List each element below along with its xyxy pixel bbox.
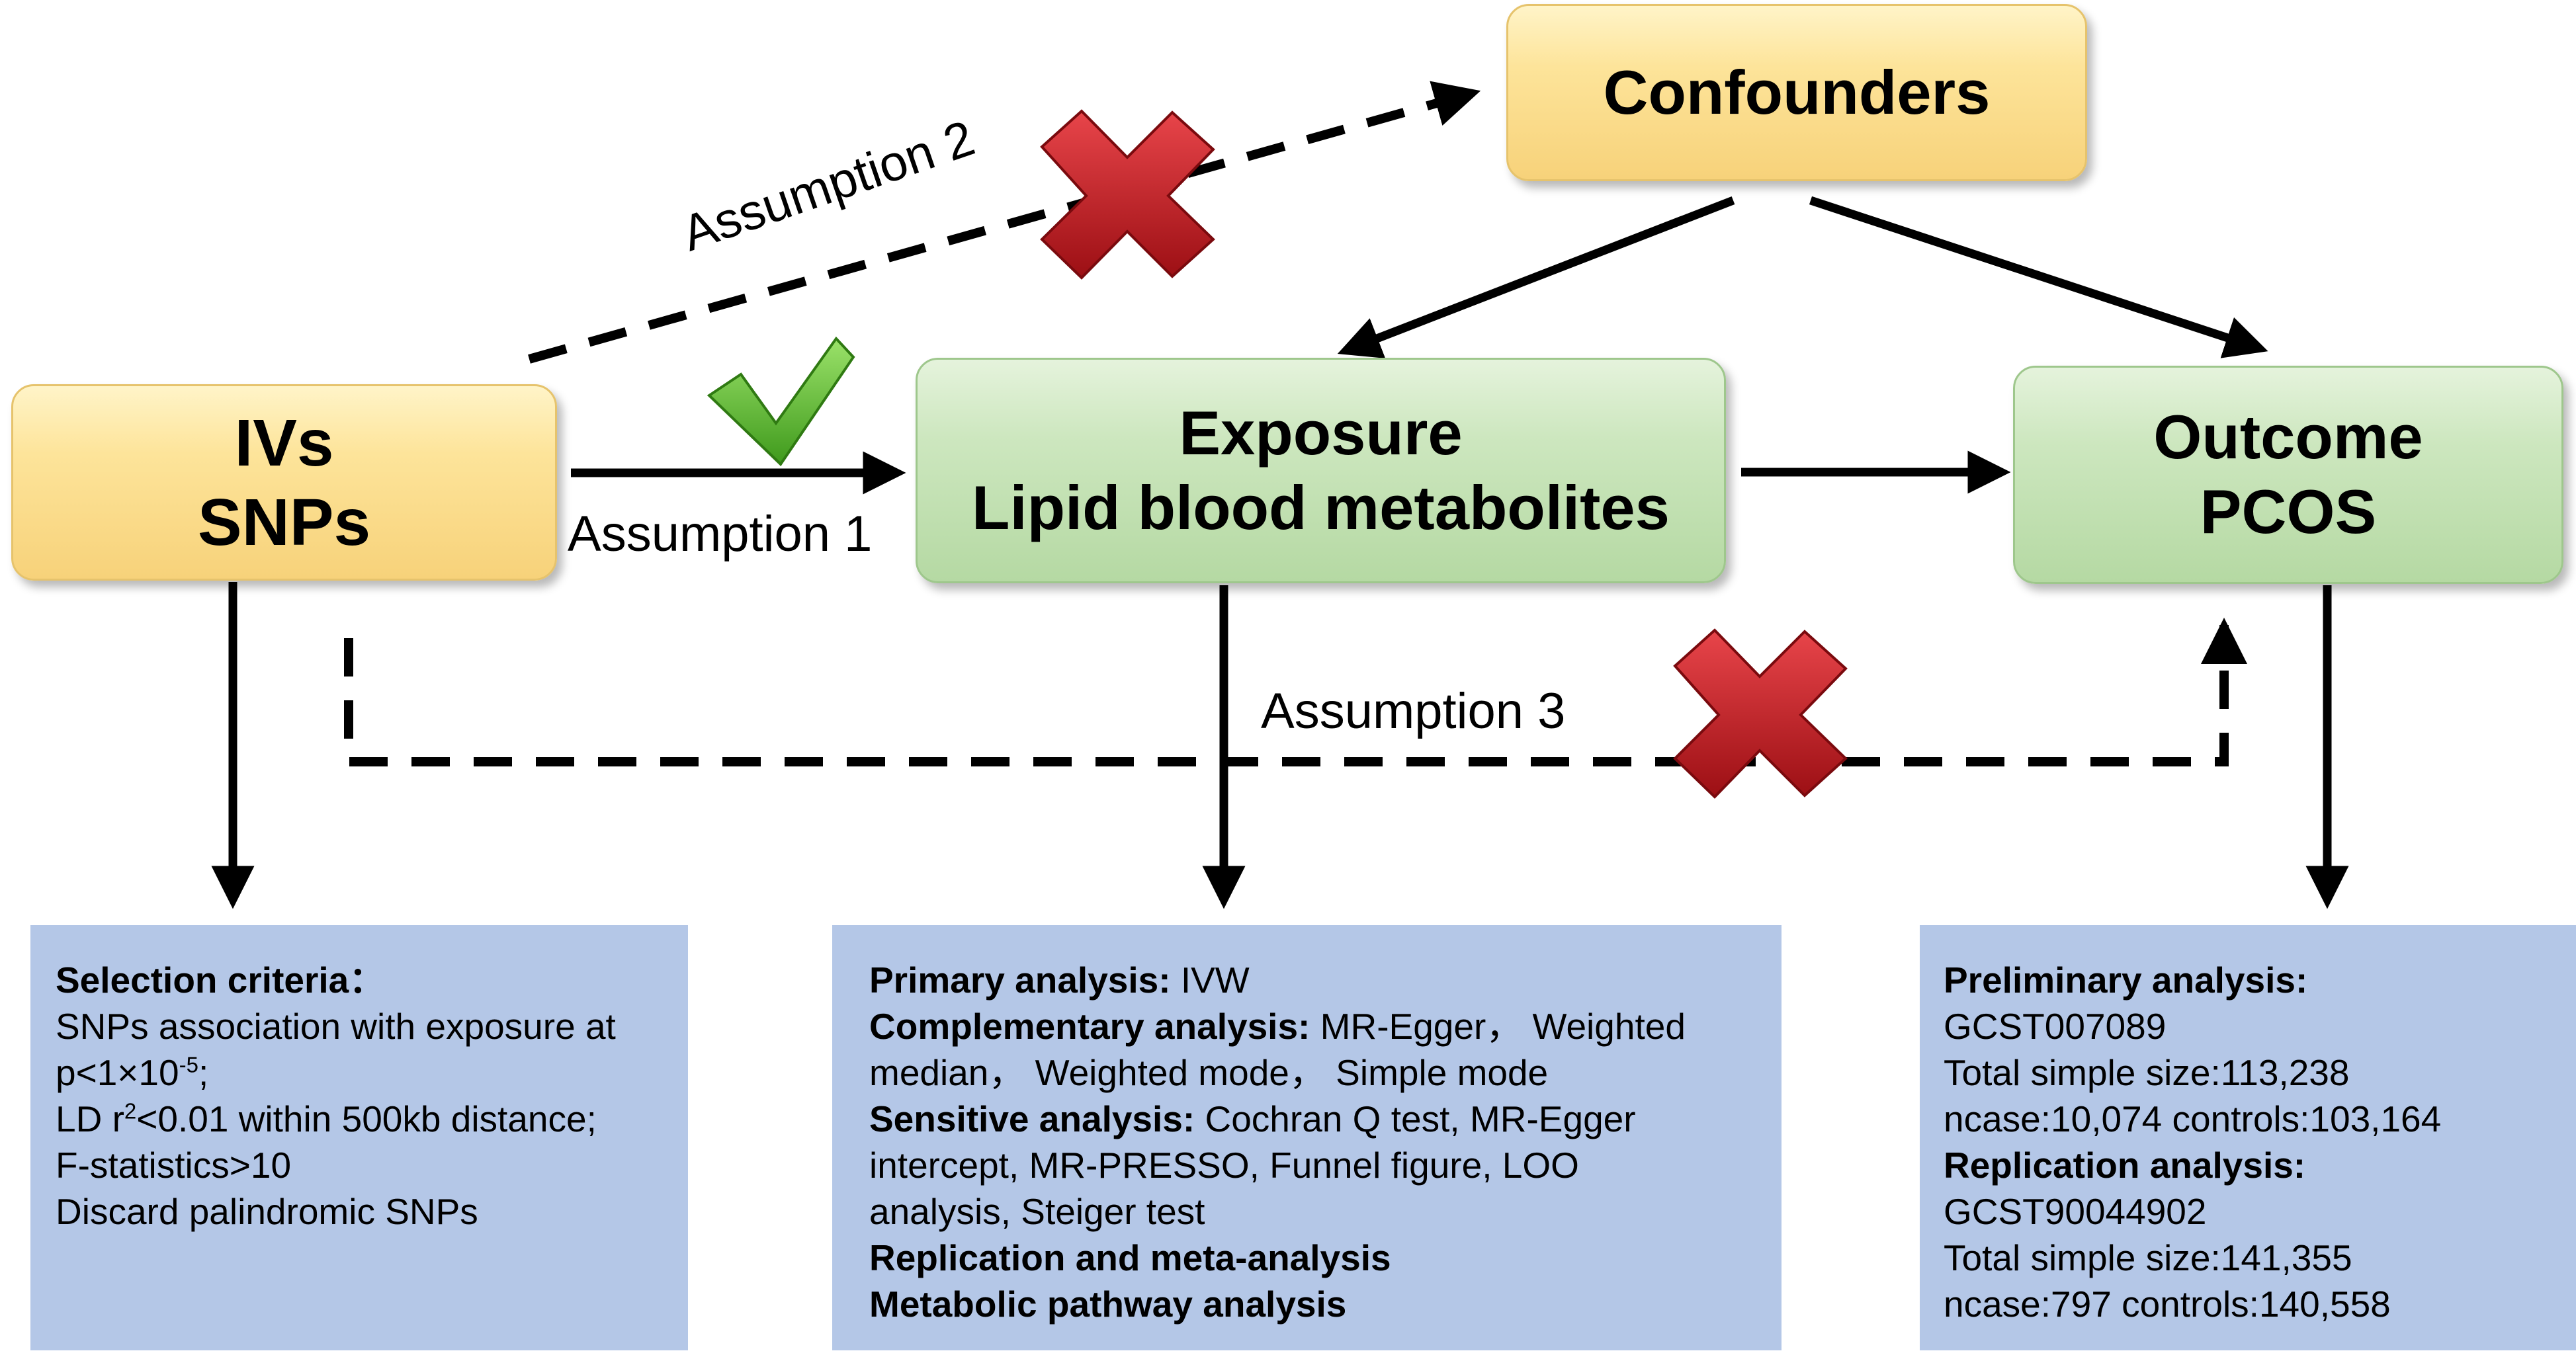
selection-criteria-box: Selection criteria： SNPs association wit… xyxy=(30,925,688,1350)
snps-label: SNPs xyxy=(197,485,371,559)
selection-line: p<1×10-5; xyxy=(56,1052,209,1093)
outcome-data-line: ncase:797 controls:140,558 xyxy=(1944,1284,2391,1325)
cross-mark-icon xyxy=(1673,628,1848,799)
outcome-node: Outcome PCOS xyxy=(2013,366,2563,584)
ivs-node: IVs SNPs xyxy=(11,384,557,581)
analysis-line: analysis, Steiger test xyxy=(869,1191,1205,1232)
confounders-to-outcome-arrow xyxy=(1809,196,2268,358)
exposure-label: Exposure xyxy=(1179,397,1463,468)
outcome-data-line: Total simple size:113,238 xyxy=(1944,1052,2350,1093)
outcome-data-line: GCST007089 xyxy=(1944,1006,2167,1047)
selection-line: LD r2<0.01 within 500kb distance; xyxy=(56,1098,597,1139)
analysis-line: Replication and meta-analysis xyxy=(869,1237,1391,1278)
exposure-node: Exposure Lipid blood metabolites xyxy=(916,358,1726,583)
outcome-data-line: GCST90044902 xyxy=(1944,1191,2207,1232)
analysis-line: Metabolic pathway analysis xyxy=(869,1284,1347,1325)
analysis-methods-box: Primary analysis: IVW Complementary anal… xyxy=(832,925,1782,1350)
confounders-to-exposure-arrow xyxy=(1337,196,1735,358)
analysis-line: intercept, MR-PRESSO, Funnel figure, LOO xyxy=(869,1145,1579,1186)
exposure-sublabel: Lipid blood metabolites xyxy=(972,472,1670,542)
assumption-3-label: Assumption 3 xyxy=(1261,683,1566,739)
assumption-2-dashed-arrow xyxy=(528,81,1481,364)
outcome-label: Outcome xyxy=(2153,402,2423,472)
outcome-data-line: Total simple size:141,355 xyxy=(1944,1237,2352,1278)
analysis-line: Sensitive analysis: Cochran Q test, MR-E… xyxy=(869,1098,1636,1139)
ivs-label: IVs xyxy=(234,405,334,480)
confounders-label: Confounders xyxy=(1603,57,1991,127)
analysis-line: median， Weighted mode， Simple mode xyxy=(869,1052,1549,1093)
outcome-sublabel: PCOS xyxy=(2200,477,2377,546)
assumption-1-label: Assumption 1 xyxy=(568,506,873,562)
selection-line: Discard palindromic SNPs xyxy=(56,1191,478,1232)
outcome-data-line: Replication analysis: xyxy=(1944,1145,2306,1186)
check-mark-icon xyxy=(707,336,855,467)
confounders-node: Confounders xyxy=(1506,4,2087,181)
selection-heading: Selection criteria： xyxy=(56,960,386,1001)
selection-line: SNPs association with exposure at xyxy=(56,1006,616,1047)
analysis-line: Complementary analysis: MR-Egger， Weight… xyxy=(869,1006,1686,1047)
selection-line: F-statistics>10 xyxy=(56,1145,292,1186)
cross-mark-icon xyxy=(1040,109,1215,280)
assumption-3-dashed-arrow xyxy=(344,625,2229,766)
outcome-data-line: ncase:10,074 controls:103,164 xyxy=(1944,1098,2442,1139)
outcome-data-box: Preliminary analysis: GCST007089 Total s… xyxy=(1920,925,2576,1350)
analysis-line: Primary analysis: IVW xyxy=(869,960,1250,1001)
outcome-data-line: Preliminary analysis: xyxy=(1944,960,2308,1001)
